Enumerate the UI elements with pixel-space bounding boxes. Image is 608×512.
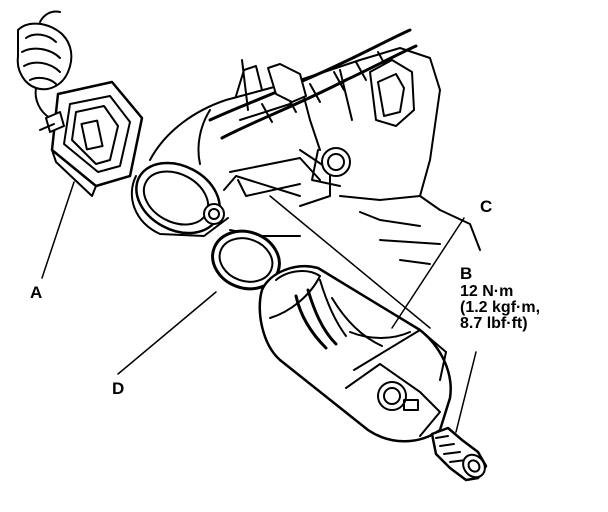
leader-a bbox=[41, 181, 75, 279]
callout-b: B bbox=[460, 264, 473, 283]
torque-line-3: 8.7 lbf·ft) bbox=[460, 315, 528, 332]
callout-a: A bbox=[30, 283, 43, 302]
torque-line-2: (1.2 kgf·m, bbox=[460, 299, 541, 316]
sensor-mounting-port bbox=[131, 161, 301, 237]
callout-d: D bbox=[112, 379, 125, 398]
centerline bbox=[269, 195, 431, 329]
upper-harness-tube bbox=[208, 28, 418, 140]
sensor-body bbox=[258, 265, 452, 443]
callout-c: C bbox=[480, 197, 493, 216]
torque-line-1: 12 N·m bbox=[460, 283, 514, 300]
leader-lines bbox=[41, 181, 477, 433]
torque-spec: 12 N·m (1.2 kgf·m, 8.7 lbf·ft) bbox=[460, 284, 540, 332]
connector-a bbox=[39, 80, 144, 197]
leader-b bbox=[455, 351, 477, 433]
leader-d bbox=[117, 291, 217, 375]
bolt-b bbox=[430, 426, 488, 482]
mount-bracket bbox=[311, 59, 415, 187]
o-ring-d bbox=[211, 229, 281, 291]
leader-c bbox=[391, 217, 465, 329]
wire-harness bbox=[16, 10, 73, 119]
